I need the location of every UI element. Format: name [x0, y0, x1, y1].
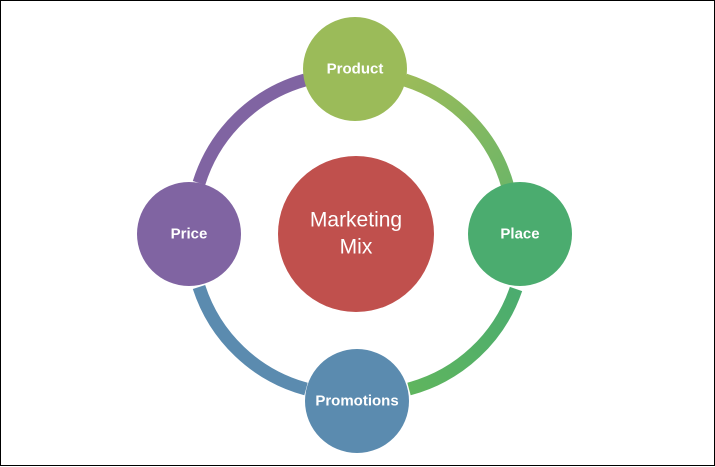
node-place: Place — [468, 182, 572, 286]
node-product-circle — [303, 17, 407, 121]
node-promotions-label: Promotions — [315, 393, 398, 410]
node-price-label: Price — [171, 226, 208, 243]
node-promotions-circle — [305, 349, 409, 453]
center-node: Marketing Mix — [278, 156, 434, 312]
center-label-line1: Marketing — [310, 209, 402, 232]
node-product: Product — [303, 17, 407, 121]
node-place-circle — [468, 182, 572, 286]
arc-product-place — [402, 73, 515, 189]
arc-promotions-price — [192, 284, 308, 396]
node-promotions: Promotions — [305, 349, 409, 453]
center-circle — [278, 156, 434, 312]
arc-place-promotions — [407, 286, 523, 396]
center-label-line2: Mix — [340, 236, 373, 259]
node-product-label: Product — [327, 61, 384, 78]
arc-price-product — [192, 73, 307, 185]
node-price-circle — [137, 182, 241, 286]
node-place-label: Place — [500, 226, 539, 243]
node-price: Price — [137, 182, 241, 286]
